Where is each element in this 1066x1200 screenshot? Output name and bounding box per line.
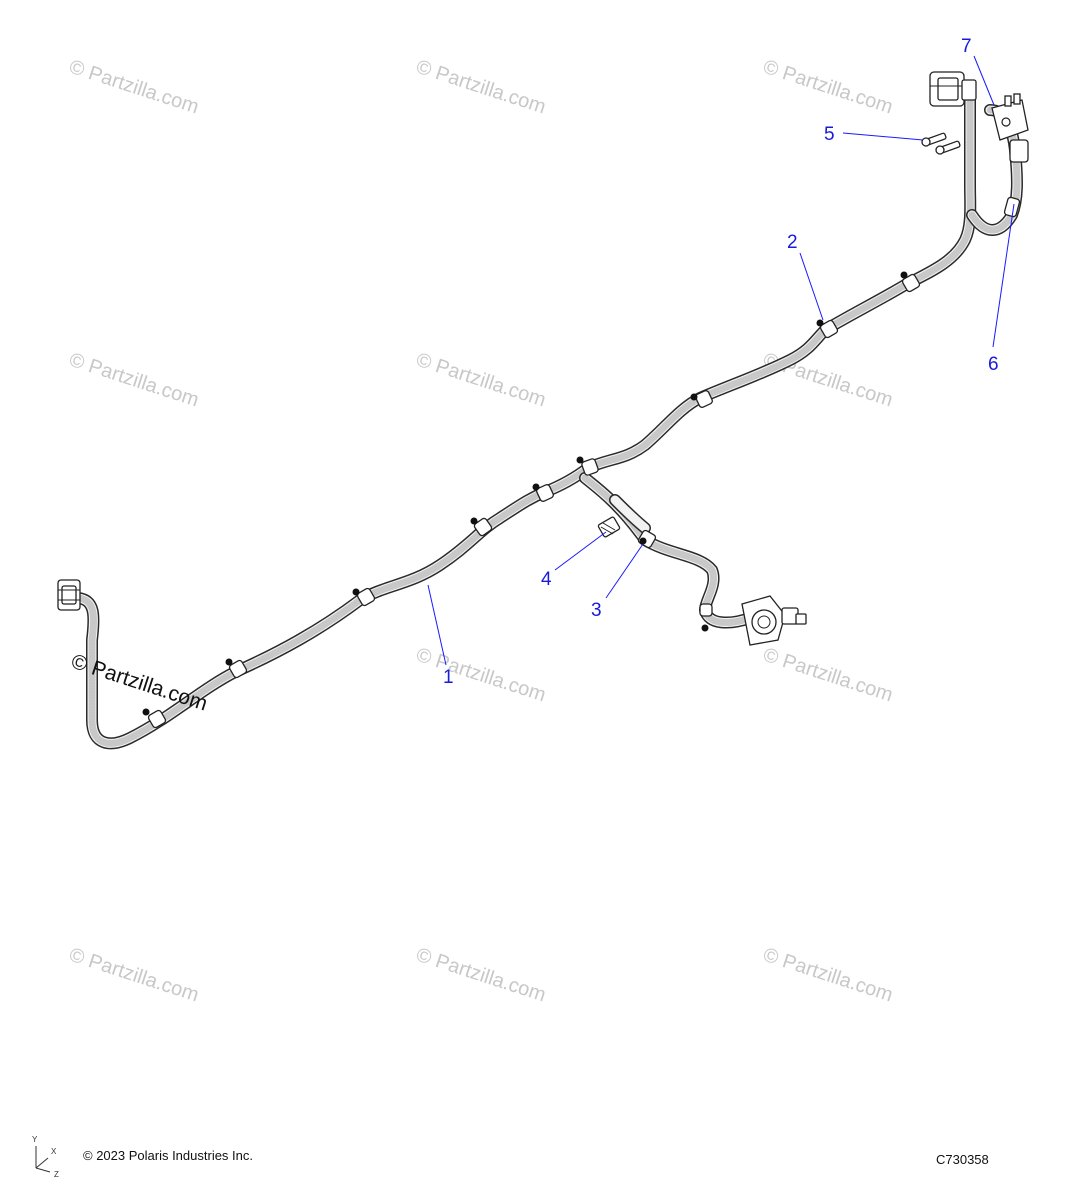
clip: [532, 483, 554, 502]
callout-labels: 1 2 3 4 5 6 7: [443, 36, 999, 688]
clip: [816, 319, 839, 339]
watermark: © Partzilla.com: [413, 644, 548, 707]
watermark: © Partzilla.com: [66, 56, 201, 119]
clip: [690, 390, 713, 408]
callout-5: 5: [824, 124, 835, 145]
watermark: © Partzilla.com: [760, 56, 895, 119]
top-right-connector: [929, 71, 977, 107]
watermark: © Partzilla.com: [413, 349, 548, 412]
clip: [900, 271, 921, 293]
watermark: © Partzilla.com: [760, 944, 895, 1007]
diagram-code: C730358: [936, 1152, 989, 1167]
watermark: © Partzilla.com: [66, 349, 201, 412]
copyright-text: © 2023 Polaris Industries Inc.: [83, 1148, 253, 1163]
axis-triad-icon: Y X Z: [32, 1135, 59, 1179]
screw: [935, 140, 961, 155]
leader-line-5: [842, 132, 924, 141]
leader-line-3: [605, 543, 644, 599]
leader-line-1: [427, 584, 447, 666]
wire-harness: [72, 84, 1023, 750]
harness-clips: [142, 196, 1021, 729]
callout-1: 1: [443, 667, 454, 688]
callout-3: 3: [591, 600, 602, 621]
clip: [352, 587, 376, 607]
clip: [142, 708, 167, 729]
center-right-connector: [741, 595, 807, 646]
clip: [470, 517, 493, 537]
clip: [576, 456, 599, 476]
left-connector: [57, 579, 81, 611]
callout-6: 6: [988, 354, 999, 375]
axis-z-label: Z: [54, 1170, 59, 1179]
small-connector: [597, 516, 621, 538]
relay-bracket: [991, 93, 1029, 163]
leader-line-2: [799, 252, 824, 321]
leader-line-4: [554, 531, 607, 571]
clip: [699, 603, 713, 632]
leader-line-7: [973, 55, 995, 106]
callout-7: 7: [961, 36, 972, 57]
clip: [637, 529, 657, 549]
screw: [921, 132, 947, 147]
clip: [225, 658, 248, 679]
axis-x-label: X: [51, 1147, 57, 1156]
screws: [921, 132, 961, 155]
leader-line-6: [992, 203, 1015, 348]
clip: [1003, 196, 1021, 218]
callout-4: 4: [541, 569, 552, 590]
watermark: © Partzilla.com: [760, 644, 895, 707]
leader-lines: [427, 55, 1015, 666]
watermark: © Partzilla.com: [413, 56, 548, 119]
watermark: © Partzilla.com: [413, 944, 548, 1007]
callout-2: 2: [787, 232, 798, 253]
axis-y-label: Y: [32, 1135, 38, 1144]
watermark: © Partzilla.com: [66, 944, 201, 1007]
